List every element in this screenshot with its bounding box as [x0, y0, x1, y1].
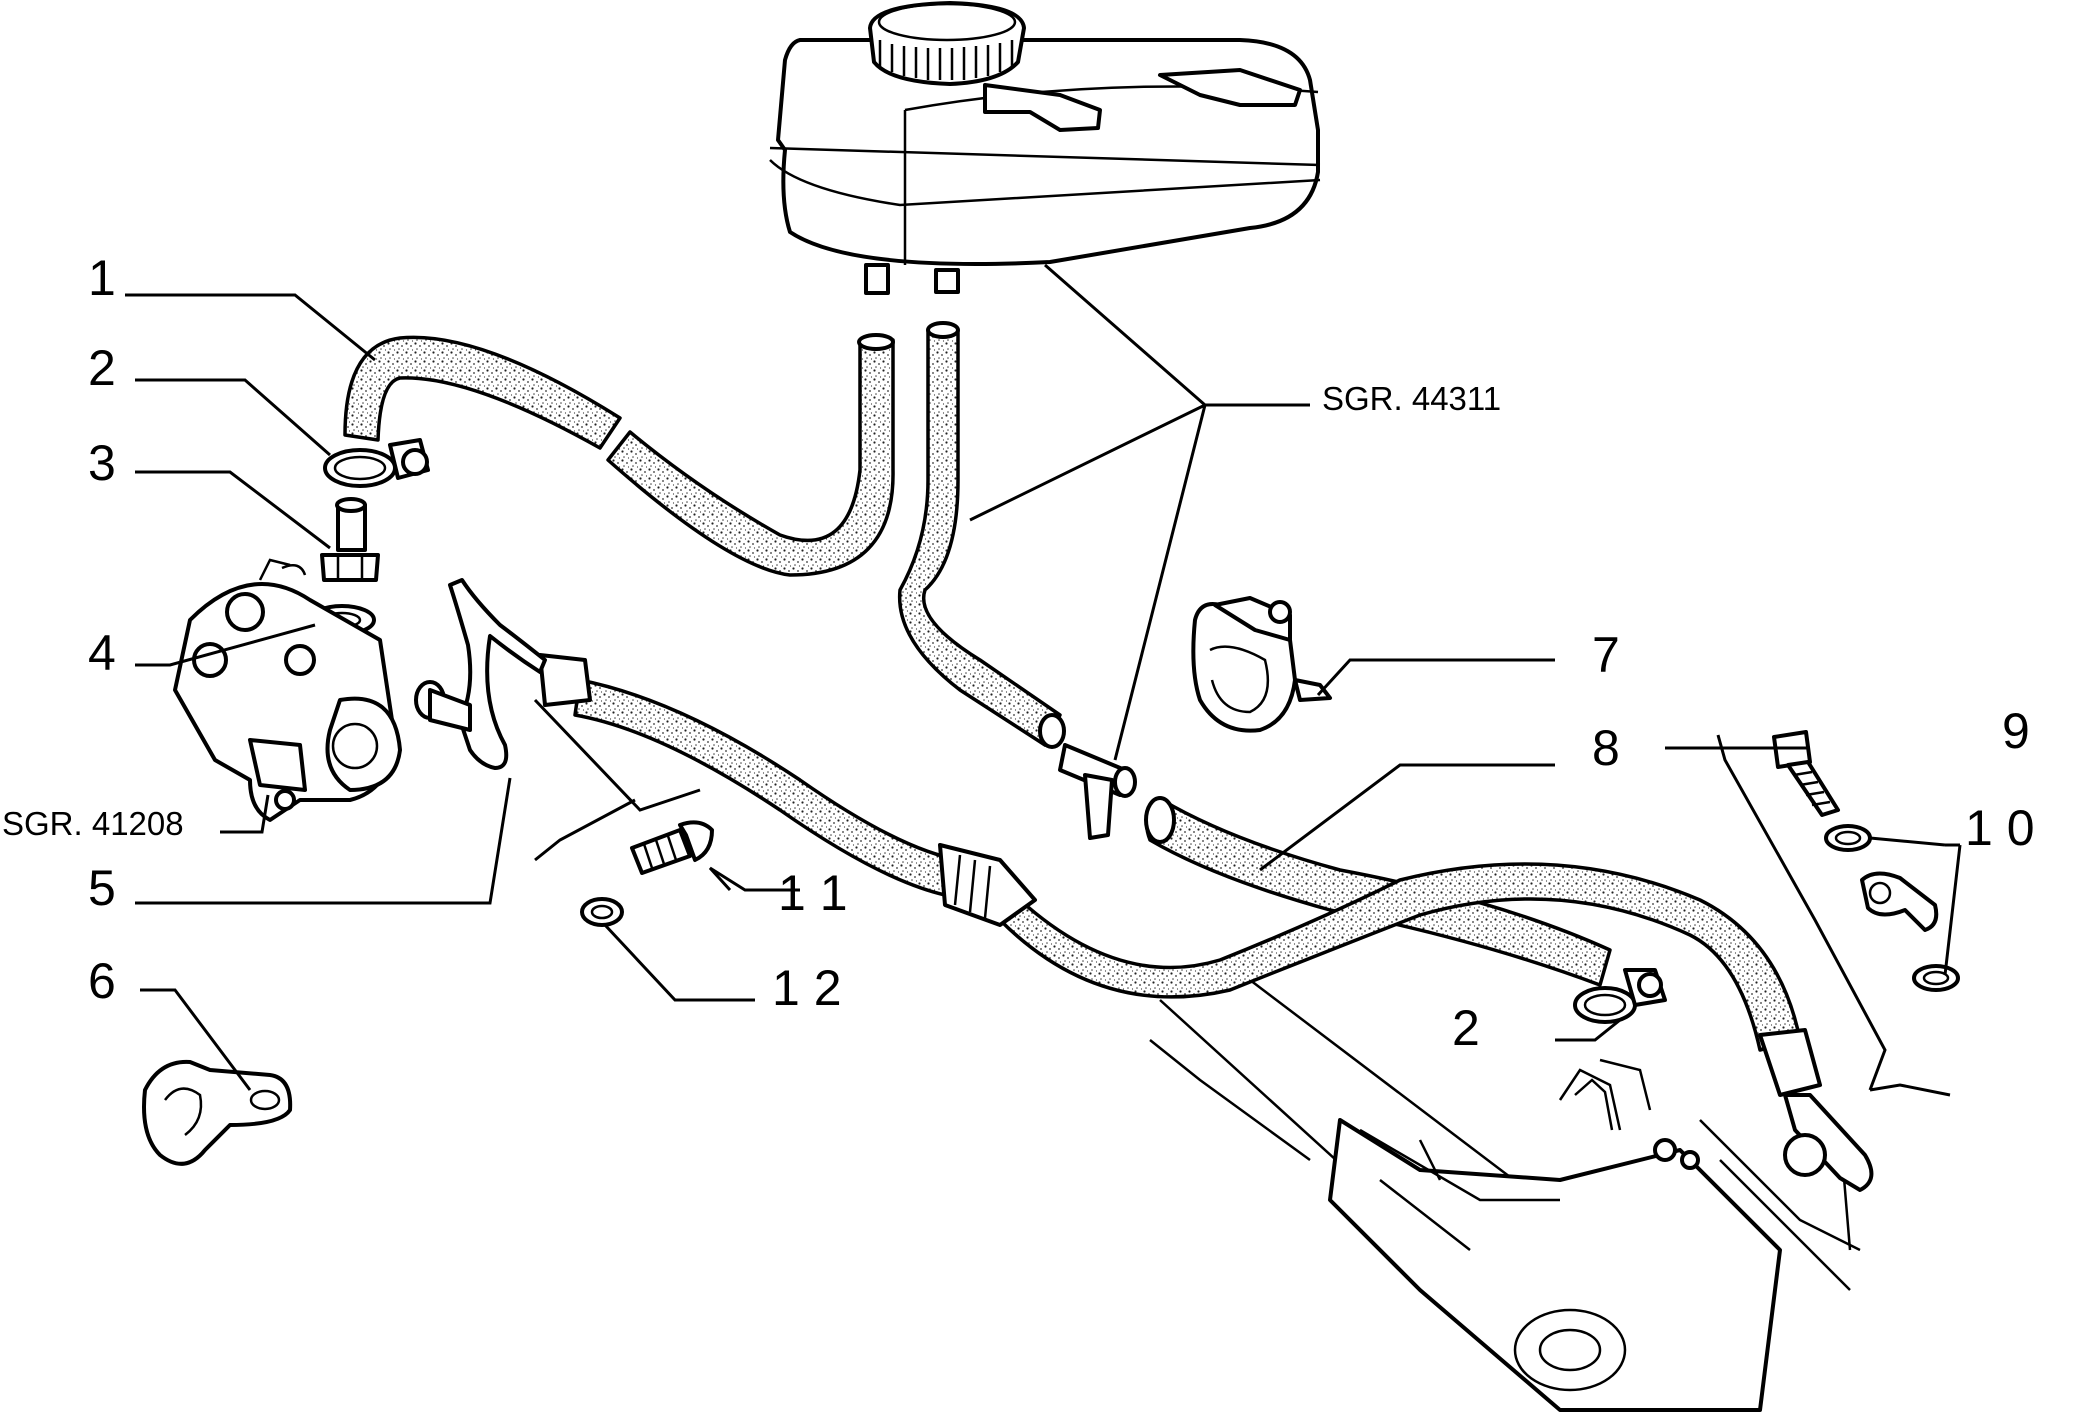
bolt-part-9: [1772, 730, 1840, 817]
leader-lines: [125, 263, 1962, 1091]
callout-2: 2: [88, 340, 116, 396]
callout-11: 1 1: [778, 865, 848, 921]
clip-part-6: [142, 1059, 293, 1166]
callout-7: 7: [1592, 627, 1620, 683]
rigid-pipe-part-5: [448, 578, 547, 770]
callout-12: 1 2: [772, 960, 842, 1016]
washer-part-10-upper: [1824, 824, 1872, 852]
callout-1: 1: [88, 250, 116, 306]
washer-part-12: [580, 897, 624, 927]
steering-rack-housing: [1149, 979, 1861, 1412]
hose-clamp-part-2: [323, 438, 430, 488]
union-part-3: [320, 497, 380, 582]
callout-3: 3: [88, 435, 116, 491]
clip-part-7: [1191, 596, 1332, 733]
washer-part-10-lower: [1912, 964, 1960, 992]
power-steering-pump: [173, 558, 402, 822]
callout-4: 4: [88, 625, 116, 681]
callout-10: 1 0: [1965, 800, 2035, 856]
hose-clamp-part-2-lower: [1573, 968, 1667, 1024]
banjo-fitting: [1860, 871, 1939, 932]
reference-pump: SGR. 41208: [2, 805, 184, 842]
reference-reservoir: SGR. 44311: [1322, 380, 1501, 417]
callout-2-lower: 2: [1452, 1000, 1480, 1056]
t-fitting: [1058, 743, 1137, 840]
callout-8: 8: [1592, 720, 1620, 776]
hose-part-1: [343, 335, 622, 450]
fluid-reservoir: [769, 1, 1321, 295]
return-hose: [897, 328, 1062, 747]
callout-6: 6: [88, 953, 116, 1009]
bolt-part-11: [630, 820, 714, 875]
callout-9: 9: [2002, 703, 2030, 759]
callout-5: 5: [88, 860, 116, 916]
hose-part-1-lower: [606, 338, 895, 577]
rigid-pipe-rack: [1783, 1093, 1874, 1192]
